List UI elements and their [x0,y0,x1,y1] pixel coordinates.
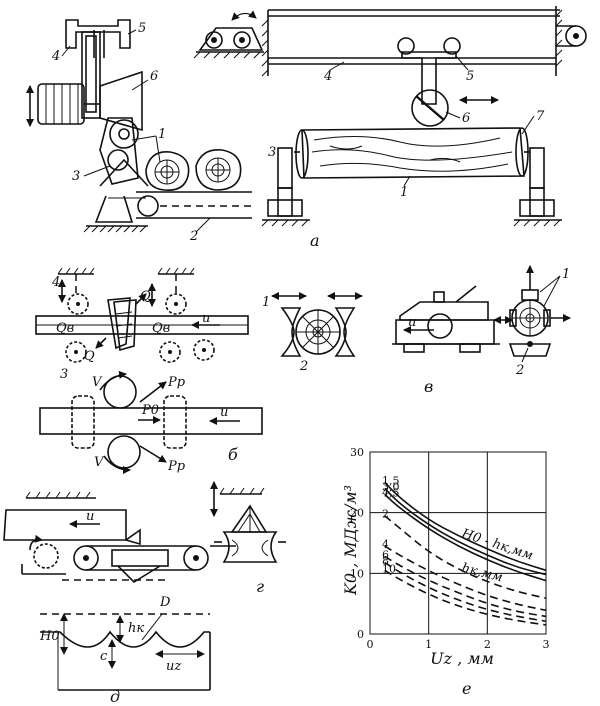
chart-series-label-5: 6 [382,548,389,561]
label-a-3: 3 [72,169,80,184]
label-b-3: 3 [60,367,68,382]
chart-series-label-2: 4,5 [382,486,400,499]
label-a-r7: 7 [536,109,545,124]
chart-x-tick-1: 1 [425,638,432,651]
label-a-5: 5 [138,21,146,36]
chart-annotation-0: H0 - hк,мм [459,526,535,563]
caption-d: д [110,687,120,706]
caption-v: в [424,377,433,396]
chart-series-7 [384,569,547,626]
label-g-u: u [86,509,94,524]
chart-series-6 [384,561,547,623]
label-v-2: 2 [515,363,524,378]
label-b-Pp2: Pp [167,459,186,474]
chart-x-tick-3: 3 [543,638,550,651]
chart-x-tick-0: 0 [367,638,374,651]
panel-b: u Q Q [35,267,363,474]
label-d-H0: H0 [39,629,60,644]
label-b-u-top: u [202,311,210,326]
caption-b: б [228,445,238,464]
label-a-6: 6 [150,69,158,84]
panel-d: H0 hк c uz D д [39,595,211,706]
chart-series-4 [384,545,547,612]
label-a-2: 2 [189,229,198,244]
label-b-Qv1: Qв [56,321,74,336]
panel-a-left: 4 5 6 1 3 2 [26,19,252,244]
chart-series-2 [384,493,547,582]
label-v-u: u [408,315,416,330]
label-b-4: 4 [51,275,60,290]
caption-a: а [310,231,320,250]
chart-series-1 [384,487,547,576]
chart-frame [369,451,547,635]
chart-series-label-6: 8 [382,554,389,567]
label-d-c: c [100,649,108,664]
label-v-1: 1 [562,267,570,282]
chart-series-label-1: 3,0 [382,480,400,493]
label-b-Qv2: Qв [152,321,170,336]
chart-x-tick-2: 2 [484,638,491,651]
chart-series-label-7: 10 [382,562,396,575]
chart-series-label-0: 1,5 [382,474,400,487]
label-a-4: 4 [51,49,60,64]
label-a-r4: 4 [323,69,332,84]
label-a-r5: 5 [466,69,474,84]
panel-g: u г [3,481,286,596]
label-b-side-2: 2 [299,359,308,374]
label-b-P0: P0 [141,403,159,418]
label-a-r3: 3 [268,145,276,160]
label-a-r6: 6 [462,111,470,126]
label-b-u-bottom: u [220,405,228,420]
chart-y-tick-1: 10 [350,567,364,580]
chart-x-axis-label: Uz , мм [430,649,494,668]
label-b-V1: V [92,375,103,390]
label-a-r1: 1 [400,185,408,200]
caption-e: е [462,679,471,698]
label-d-hk: hк [128,621,144,636]
label-b-Pp1: Pp [167,375,186,390]
label-b-Q1: Q [84,349,95,364]
chart-y-tick-2: 20 [350,507,364,520]
label-d-uz: uz [166,659,181,674]
label-b-side-1: 1 [262,295,270,310]
panel-v: u 1 2 в [392,265,571,396]
chart-series-label-3: 2 [382,508,389,521]
chart-series-5 [384,555,547,618]
chart-y-tick-3: 30 [350,446,364,459]
label-b-Q2: Q [140,289,151,304]
chart-series-label-4: 4 [382,538,389,551]
label-a-1: 1 [158,127,166,142]
label-b-V2: V [94,455,105,470]
chart-y-tick-0: 0 [357,628,364,641]
chart-y-axis-label: K0 , МДж/м³ [341,485,360,596]
caption-g: г [256,577,264,596]
label-d-D: D [159,595,171,610]
chart-series-0 [384,481,547,572]
panel-a-right: 4 5 6 7 3 1 а [193,6,587,250]
